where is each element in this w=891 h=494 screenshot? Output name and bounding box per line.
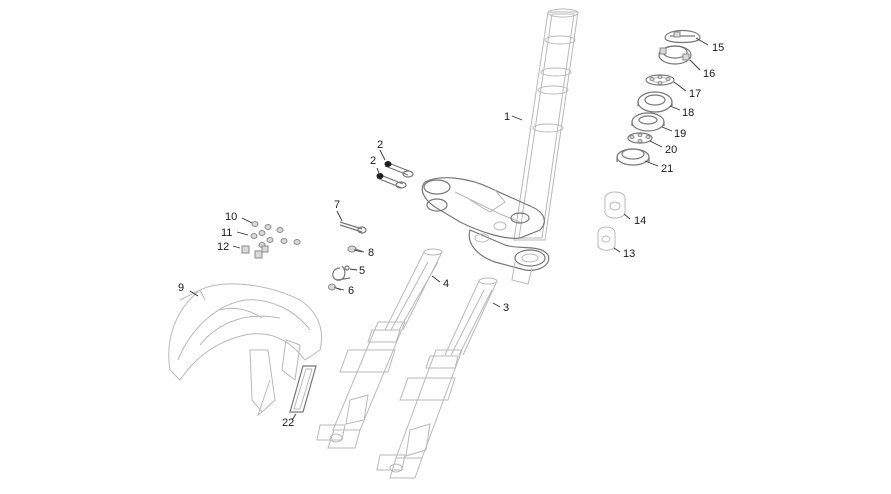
callout-17: 17 [689,88,701,100]
callout-13: 13 [623,248,635,260]
cable-guide-upper-part[interactable] [604,191,626,219]
screw-set-10-part[interactable] [251,221,284,236]
callout-2-upper: 2 [377,139,383,151]
callout-10: 10 [225,211,237,223]
steering-stem-part[interactable] [421,8,579,285]
decal-strip-part[interactable] [289,365,317,413]
hose-clamp-part[interactable] [332,265,351,281]
ball-bearing-part[interactable] [627,132,653,144]
callout-2-lower: 2 [370,155,376,167]
bolt-lower-part[interactable] [376,173,407,189]
bearing-race-lower-part[interactable] [631,112,665,132]
callout-20: 20 [665,144,677,156]
left-fork-leg-part[interactable] [316,248,443,449]
callout-19: 19 [674,128,686,140]
bolt-upper-part[interactable] [384,161,414,178]
callout-3: 3 [503,302,509,314]
callout-16: 16 [703,68,715,80]
callout-6: 6 [348,285,354,297]
ring-nut-part[interactable] [664,29,701,44]
screw-small-part[interactable] [328,283,342,291]
callout-21: 21 [661,163,673,175]
pin-part[interactable] [339,221,367,234]
callout-7: 7 [334,199,340,211]
cable-guide-lower-part[interactable] [597,226,616,251]
callout-12: 12 [217,241,229,253]
front-mudguard-part[interactable] [168,283,323,417]
callout-8: 8 [368,247,374,259]
dust-seal-part[interactable] [616,148,650,166]
callout-5: 5 [359,265,365,277]
screw-set-11-part[interactable] [250,233,301,248]
leader-lines [189,37,709,421]
bearing-ring-part[interactable] [645,74,675,86]
lock-washer-part[interactable] [658,45,692,65]
callout-15: 15 [712,42,724,54]
callout-4: 4 [443,278,449,290]
callout-18: 18 [682,107,694,119]
right-fork-leg-part[interactable] [376,277,498,479]
callout-11: 11 [221,227,232,239]
callout-22: 22 [282,417,294,429]
screw-part[interactable] [347,245,365,253]
callout-14: 14 [634,215,646,227]
bearing-race-upper-part[interactable] [637,91,673,113]
callout-9: 9 [178,282,184,294]
clip-nut-part[interactable] [241,245,269,259]
callout-labels: 1 2 2 3 4 5 6 7 8 9 10 11 12 13 14 15 16… [178,42,724,429]
callout-1: 1 [504,111,510,123]
